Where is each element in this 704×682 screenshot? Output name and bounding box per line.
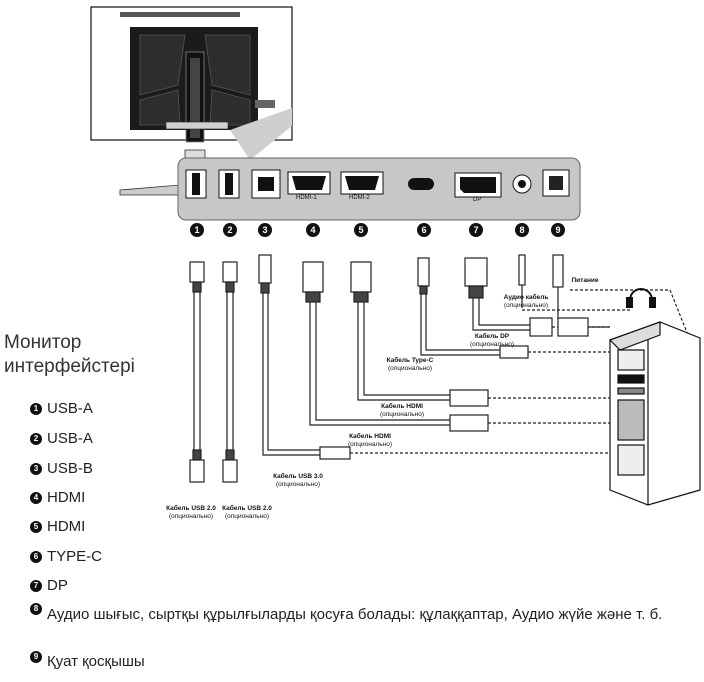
- svg-text:2: 2: [227, 225, 232, 235]
- legend-number: 3: [30, 463, 42, 475]
- cables: [189, 254, 691, 483]
- legend-number: 5: [30, 521, 42, 533]
- cable-label-hdmi-2: Кабель HDMI(опционально): [379, 403, 425, 418]
- port-type-c: [408, 178, 434, 190]
- legend-item-5: 5 HDMI: [30, 518, 85, 535]
- zoom-wedge: [230, 108, 292, 160]
- headphones-icon: [626, 288, 656, 308]
- cable-label-dp: Кабель DP(опционально): [469, 333, 515, 348]
- legend-label: Аудио шығыс, сыртқы құрылғыларды қосуға …: [47, 606, 663, 623]
- cable-label-hdmi-1: Кабель HDMI(опционально): [347, 433, 393, 448]
- legend-number: 2: [30, 433, 42, 445]
- port-dp: [454, 172, 502, 198]
- legend-item-8: 8 Аудио шығыс, сыртқы құрылғыларды қосуғ…: [30, 603, 670, 625]
- cable-label-usb30: Кабель USB 3.0(опционально): [273, 473, 323, 488]
- pc-tower-icon: [608, 321, 701, 506]
- legend-label: USB-A: [47, 430, 93, 447]
- legend-item-9: 9 Қуат қосқышы: [30, 651, 145, 670]
- svg-text:8: 8: [519, 225, 524, 235]
- port-markers: 1 2 3 4 5 6 7 8 9: [190, 223, 565, 237]
- legend-label: HDMI: [47, 518, 86, 535]
- port-power: [542, 169, 570, 197]
- cable-label-power: Питание: [571, 277, 599, 284]
- interfaces-title-line2: интерфейстері: [4, 356, 135, 377]
- svg-text:4: 4: [310, 225, 315, 235]
- legend-label: TYPE-C: [47, 548, 103, 565]
- legend-number: 9: [30, 651, 42, 663]
- legend-number: 7: [30, 580, 42, 592]
- interfaces-title-line1: Монитор: [4, 332, 82, 353]
- legend-item-7: 7 DP: [30, 577, 68, 594]
- legend-number: 6: [30, 551, 42, 563]
- svg-text:3: 3: [262, 225, 267, 235]
- legend-number: 8: [30, 603, 42, 615]
- legend-item-6: 6 TYPE-C: [30, 548, 102, 565]
- legend-label: USB-A: [47, 400, 93, 417]
- cable-label-usb20-2: Кабель USB 2.0(опционально): [222, 505, 272, 520]
- svg-text:1: 1: [194, 225, 199, 235]
- legend-label: HDMI: [47, 489, 86, 506]
- cable-label-typec: Кабель Type-C(опционально): [386, 357, 434, 372]
- panel-label-hdmi-1: HDMI-1: [296, 195, 317, 201]
- port-usb-b: [251, 169, 281, 199]
- legend-label: DP: [47, 577, 68, 594]
- legend-number: 1: [30, 403, 42, 415]
- port-hdmi-1: [287, 171, 331, 195]
- port-hdmi-2: [340, 171, 384, 195]
- legend-item-4: 4 HDMI: [30, 489, 85, 506]
- cable-label-audio: Аудио кабель(опционально): [503, 294, 549, 309]
- legend-label: Қуат қосқышы: [47, 653, 145, 670]
- port-usb-a-1: [185, 169, 207, 199]
- port-usb-a-2: [218, 169, 240, 199]
- legend-number: 4: [30, 492, 42, 504]
- cable-label-usb20-1: Кабель USB 2.0(опционально): [166, 505, 216, 520]
- port-audio: [512, 174, 532, 194]
- panel-label-dp: DP: [473, 197, 482, 203]
- legend-item-1: 1 USB-A: [30, 400, 93, 417]
- legend-item-2: 2 USB-A: [30, 430, 93, 447]
- svg-text:6: 6: [421, 225, 426, 235]
- svg-text:5: 5: [358, 225, 363, 235]
- svg-text:9: 9: [555, 225, 560, 235]
- monitor-back: [90, 6, 293, 143]
- svg-text:7: 7: [473, 225, 478, 235]
- panel-label-hdmi-2: HDMI-2: [349, 195, 370, 201]
- legend-item-3: 3 USB-B: [30, 460, 93, 477]
- legend-label: USB-B: [47, 460, 93, 477]
